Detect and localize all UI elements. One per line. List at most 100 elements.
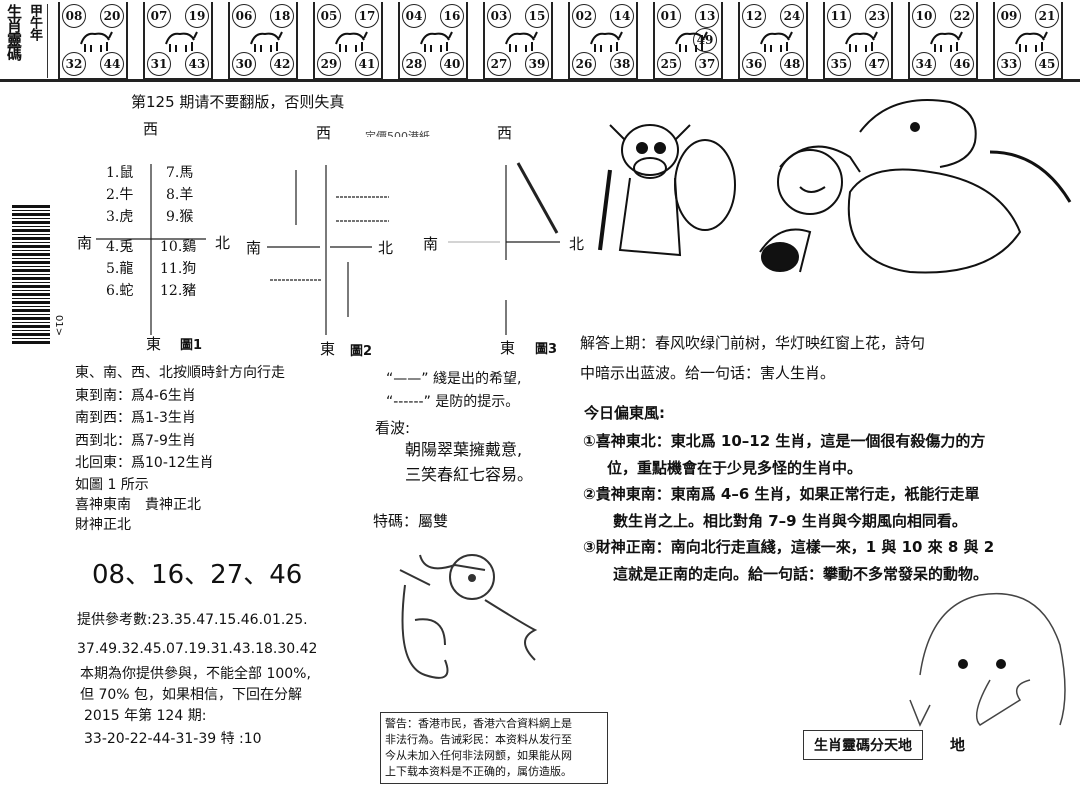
zodiac-number: 40 — [440, 52, 464, 76]
d3-fig: 圖3 — [535, 342, 558, 357]
monkey-icon — [760, 31, 793, 52]
zodiac-number: 26 — [572, 52, 596, 76]
rule: 東到南：爲4-6生肖 — [75, 387, 196, 404]
legend-dashed: “------” 是防的提示。 — [386, 394, 520, 410]
zodiac-number: 20 — [100, 4, 124, 28]
compass-diagrams — [96, 162, 560, 335]
poem-label: 看波: — [375, 419, 411, 437]
promo-line: 但 70% 包，如果相信，下回在分解 — [80, 687, 303, 703]
last-result-label: 2015 年第 124 期: — [84, 708, 207, 724]
zodiac-number: 02 — [572, 4, 596, 28]
warning-line: 非法行為。告诫彩民：本资料从发行至 — [385, 733, 572, 746]
rule: 財神正北 — [75, 516, 131, 533]
rule: 南到西：爲1-3生肖 — [75, 410, 196, 426]
answer-line: 解答上期：春风吹绿门前树，华灯映红窗上花，詩句 — [580, 334, 926, 352]
rule: 喜神東南 貴神正北 — [75, 496, 201, 513]
zodiac-number: 43 — [185, 52, 209, 76]
rules-list: 東、南、西、北按順時針方向行走 東到南：爲4-6生肖 南到西：爲1-3生肖 西到… — [75, 362, 285, 535]
zodiac-list-item: 10.鷄 — [160, 239, 197, 255]
zodiac-number: 11 — [827, 4, 851, 28]
zodiac-number: 47 — [865, 52, 889, 76]
warning-line: 今从未加入任何非法网颤，如果能从网 — [385, 749, 572, 762]
dog-icon — [930, 31, 963, 52]
zodiac-number: 01 — [657, 4, 681, 28]
zodiac-number: 44 — [100, 52, 124, 76]
zodiac-number: 27 — [487, 52, 511, 76]
cow-cartoon-illustration — [598, 124, 736, 257]
warning-line: 上下载本资料是不正确的，属仿造版。 — [385, 765, 572, 778]
zodiac-number: 36 — [742, 52, 766, 76]
today-title: 今日偏東風: — [584, 404, 665, 422]
last-result-numbers: 33-20-22-44-31-39 特 :10 — [84, 731, 262, 747]
zodiac-list-item: 3.虎 — [106, 209, 134, 225]
zodiac-list-item: 9.猴 — [166, 209, 194, 225]
strip-label: 生肖靈碼 甲午年 — [4, 4, 48, 78]
zodiac-number: 25 — [657, 52, 681, 76]
d1-south: 南 — [77, 234, 93, 252]
zodiac-number: 41 — [355, 52, 379, 76]
zodiac-number: 38 — [610, 52, 634, 76]
zodiac-number: 45 — [1035, 52, 1059, 76]
goat-icon — [675, 31, 708, 52]
rabbit-icon — [335, 31, 368, 52]
zodiac-number: 28 — [402, 52, 426, 76]
zodiac-number: 42 — [270, 52, 294, 76]
zodiac-number: 19 — [185, 4, 209, 28]
zodiac-number: 39 — [525, 52, 549, 76]
price-note: 定價500港紙 — [365, 130, 430, 137]
diagram-2 — [267, 165, 389, 335]
zodiac-list-item: 4.兎 — [106, 239, 134, 255]
d3-east: 東 — [500, 339, 516, 357]
today-items: ①喜神東北：東北爲 10–12 生肖，這是一個很有殺傷力的方 位，重點機會在于少… — [583, 428, 994, 587]
zodiac-list-item: 11.狗 — [160, 261, 197, 277]
footer-box: 生肖靈碼分天地 — [803, 730, 923, 760]
zodiac-list-item: 2.牛 — [106, 187, 134, 203]
zodiac-number: 46 — [950, 52, 974, 76]
zodiac-number: 22 — [950, 4, 974, 28]
d2-east: 東 — [320, 340, 336, 358]
zodiac-number: 21 — [1035, 4, 1059, 28]
zodiac-list-item: 7.馬 — [166, 165, 194, 181]
poem: 朝陽翠葉擁戴意, 三笑春紅七容易。 — [405, 437, 533, 487]
zodiac-list-item: 6.蛇 — [106, 283, 134, 299]
line-legend: “——” 綫是出的希望, “------” 是防的提示。 — [386, 368, 521, 414]
label-right: 甲午年 — [27, 4, 42, 40]
rule: 如圖 1 所示 — [75, 476, 149, 493]
poem-line: 三笑春紅七容易。 — [405, 465, 534, 484]
zodiac-number: 37 — [695, 52, 719, 76]
d2-south: 南 — [246, 239, 262, 257]
pig-icon — [1015, 31, 1048, 52]
promo: 本期為你提供參與，不能全部 100%, 但 70% 包，如果相信，下回在分解 2… — [80, 664, 311, 750]
warning-line: 警告：香港市民，香港六合資料網上是 — [385, 717, 572, 730]
zodiac-number: 06 — [232, 4, 256, 28]
zodiac-number: 13 — [695, 4, 719, 28]
zodiac-number: 16 — [440, 4, 464, 28]
reference-numbers: 提供參考數:23.35.47.15.46.01.25. 37.49.32.45.… — [77, 606, 317, 664]
diagram-3 — [448, 162, 560, 335]
zodiac-number: 10 — [912, 4, 936, 28]
d2-fig: 圖2 — [350, 344, 373, 359]
zodiac-number: 07 — [147, 4, 171, 28]
reference-line: 37.49.32.45.07.19.31.43.18.30.42 — [77, 641, 318, 657]
main-numbers: 08、16、27、46 — [92, 560, 303, 590]
item-2: ②貴神東南：東南爲 4–6 生肖，如果正常行走，衹能行走單 — [583, 485, 980, 503]
rooster-icon — [845, 31, 878, 52]
zodiac-list-item: 12.豬 — [160, 283, 197, 299]
zodiac-number: 05 — [317, 4, 341, 28]
zodiac-list-item: 8.羊 — [166, 187, 194, 203]
item-3-cont: 這就是正南的走向。給一句話：攀動不多常發呆的動物。 — [613, 564, 989, 583]
rule: 西到北：爲7-9生肖 — [75, 432, 196, 449]
goat-cartoon-illustration — [399, 554, 538, 679]
rule: 東、南、西、北按順時針方向行走 — [75, 365, 285, 381]
legend-solid: “——” 綫是出的希望, — [386, 371, 522, 387]
zodiac-number: 12 — [742, 4, 766, 28]
rat-icon — [80, 31, 113, 52]
